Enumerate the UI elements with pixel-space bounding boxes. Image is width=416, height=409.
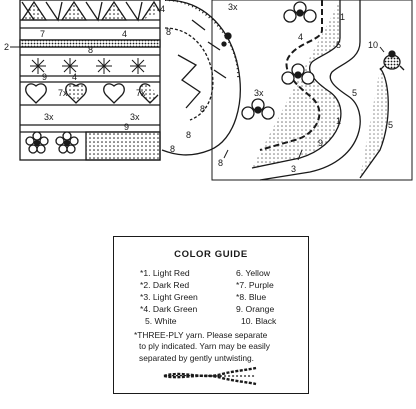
callout-leaders [10, 46, 385, 161]
section-number: 8 [186, 130, 191, 140]
section-number: 3x [228, 2, 238, 12]
color-entry: *4. Dark Green [140, 304, 198, 315]
yarn-strand-illustration [163, 366, 257, 386]
color-entry: *7. Purple [236, 280, 274, 291]
color-entry: 5. White [145, 316, 177, 327]
section-number: 5 [336, 40, 341, 50]
heart-motifs [25, 83, 159, 104]
flower-motifs [25, 131, 79, 154]
section-number: 5 [352, 88, 357, 98]
asterisk-stars [30, 58, 146, 74]
three-ply-note: *THREE-PLY yarn. Please separate to ply … [134, 330, 306, 364]
section-number: 9 [42, 72, 47, 82]
color-entry: *2. Dark Red [140, 280, 190, 291]
callout-number: 2 [4, 42, 9, 52]
section-number: 9 [124, 122, 129, 132]
color-row: 5. White 10. Black [140, 315, 300, 327]
section-number: 8 [166, 27, 171, 37]
color-row: *4. Dark Green 9. Orange [140, 303, 300, 315]
color-entry: 6. Yellow [236, 268, 270, 278]
letter-s-wave [211, 0, 413, 181]
section-number: 7x [58, 88, 68, 98]
section-number: 4 [122, 29, 127, 39]
section-number: 9 [318, 138, 323, 148]
section-number: 3x [130, 112, 140, 122]
section-number: 3x [254, 88, 264, 98]
section-number: 8 [88, 45, 93, 55]
note-line: separated by gently untwisting. [139, 352, 254, 363]
needlepoint-pattern-chart: 2 3 8 10 7 4 8 8 9 3x 4 7x 7x 3x 3x 9 4 … [4, 0, 413, 181]
color-entry: 10. Black [241, 316, 277, 327]
note-line: to ply indicated. Yarn may be easily [139, 341, 270, 352]
color-row: *3. Light Green *8. Blue [140, 291, 300, 303]
ladybug-icon [379, 50, 405, 71]
section-number: 5 [388, 120, 393, 130]
flower-outlines [241, 1, 317, 120]
color-entry: *1. Light Red [140, 268, 190, 278]
section-number: 8 [170, 144, 175, 154]
color-guide-title: COLOR GUIDE [174, 249, 248, 260]
letter-n-block [19, 0, 161, 161]
section-number: 3x [44, 112, 54, 122]
section-number: 4 [160, 4, 165, 14]
callout-number: 10 [368, 40, 378, 50]
letter-c-arc [161, 0, 241, 156]
section-number: 4 [72, 72, 77, 82]
section-number: 7x [136, 88, 146, 98]
section-number: 1 [340, 12, 345, 22]
pattern-number-labels: 2 3 8 10 7 4 8 8 9 3x 4 7x 7x 3x 3x 9 4 … [4, 2, 393, 174]
callout-number: 3 [291, 164, 296, 174]
color-entry: *8. Blue [236, 292, 267, 303]
section-number: 7 [40, 29, 45, 39]
color-row: *2. Dark Red *7. Purple [140, 279, 300, 291]
color-guide-box: COLOR GUIDE *1. Light Red 6. Yellow *2. … [113, 236, 309, 394]
color-entry: *3. Light Green [140, 292, 198, 303]
note-line: *THREE-PLY yarn. Please separate [134, 330, 268, 340]
callout-number: 8 [218, 158, 223, 168]
section-number: 8 [200, 104, 205, 114]
color-list: *1. Light Red 6. Yellow *2. Dark Red *7.… [140, 267, 300, 327]
color-row: *1. Light Red 6. Yellow [140, 267, 300, 279]
section-number: 4 [298, 32, 303, 42]
section-number: 1 [336, 116, 341, 126]
color-entry: 9. Orange [236, 304, 275, 315]
